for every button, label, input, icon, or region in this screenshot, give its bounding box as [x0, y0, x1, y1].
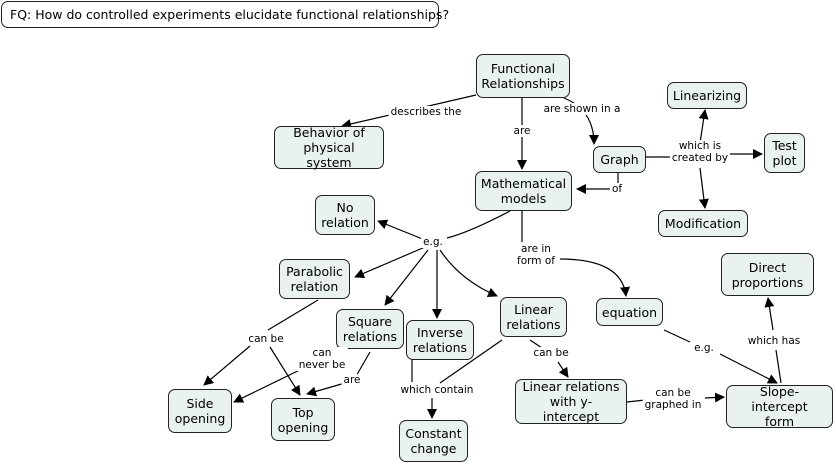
- node-linear-relations-with-y-intercept[interactable]: Linear relations with y-intercept: [515, 379, 627, 424]
- connector-to-linearizing: [698, 109, 709, 144]
- connector-to-top-from-parabolic: [269, 346, 301, 396]
- link-label-which-is-created-by: which is created by: [669, 140, 731, 164]
- node-constant-change[interactable]: Constant change: [399, 420, 468, 462]
- node-test-plot[interactable]: Test plot: [764, 133, 805, 173]
- node-inverse-relations[interactable]: Inverse relations: [406, 320, 474, 360]
- connector-to-slope: [704, 392, 725, 403]
- connector-linear-contain: [439, 339, 503, 384]
- node-linearizing[interactable]: Linearizing: [667, 82, 747, 109]
- node-square-relations[interactable]: Square relations: [336, 309, 404, 349]
- link-label-can-be-parabolic: can be: [246, 333, 286, 345]
- link-label-which-contain: which contain: [398, 384, 476, 396]
- link-label-can-be-linear: can be: [531, 347, 571, 359]
- node-behavior-of-physical-system[interactable]: Behavior of physical system: [274, 125, 384, 170]
- link-label-are-in-form-of: are in form of: [515, 243, 557, 267]
- connector-eg-norelation: [377, 219, 426, 241]
- link-label-are-shown-in-a: are shown in a: [541, 103, 623, 115]
- node-parabolic-relation[interactable]: Parabolic relation: [279, 259, 350, 299]
- connector-to-slope-from-eq: [719, 353, 778, 384]
- node-direct-proportions[interactable]: Direct proportions: [721, 253, 814, 296]
- connector-which-has: [775, 349, 782, 384]
- connector-to-intercept: [557, 361, 569, 378]
- link-label-describes-the: describes the: [388, 106, 464, 118]
- connector-shown-in: [563, 97, 599, 145]
- focus-question: FQ: How do controlled experiments elucid…: [1, 1, 449, 28]
- connector-eg-parabolic: [354, 246, 426, 279]
- node-side-opening[interactable]: Side opening: [168, 389, 232, 433]
- connector-never-side: [233, 364, 311, 403]
- connector-square-are: [354, 351, 371, 379]
- connector-eg-linear: [439, 249, 498, 298]
- connector-parabolic-canbe: [267, 299, 319, 331]
- node-functional-relationships[interactable]: Functional Relationships: [476, 54, 570, 98]
- link-label-eg-equation: e.g.: [692, 342, 716, 354]
- link-label-are-square: are: [341, 374, 363, 386]
- connector-graphed-in: [626, 399, 646, 403]
- connector-math-eg: [446, 210, 511, 239]
- node-modification[interactable]: Modification: [658, 210, 748, 237]
- connector-are-top: [306, 382, 346, 397]
- node-linear-relations[interactable]: Linear relations: [500, 297, 567, 337]
- connector-to-direct: [764, 297, 775, 331]
- node-slope-intercept-form[interactable]: Slope-intercept form: [726, 384, 833, 429]
- connector-equation-eg: [663, 329, 691, 343]
- node-no-relation[interactable]: No relation: [315, 195, 375, 235]
- node-top-opening[interactable]: Top opening: [271, 398, 335, 441]
- connector-to-equation: [559, 258, 630, 297]
- node-graph[interactable]: Graph: [593, 146, 646, 173]
- connector-to-modification: [698, 167, 709, 209]
- connector-eg-square: [384, 249, 429, 306]
- link-label-eg: e.g.: [421, 236, 445, 248]
- link-label-of: of: [609, 183, 625, 195]
- link-label-are: are: [511, 125, 533, 137]
- node-mathematical-models[interactable]: Mathematical models: [475, 171, 572, 211]
- link-label-which-has: which has: [745, 335, 803, 347]
- link-label-can-be-graphed-in: can be graphed in: [642, 387, 704, 411]
- link-label-can-never-be: can never be: [296, 347, 348, 371]
- node-equation[interactable]: equation: [596, 298, 663, 326]
- connector-to-side: [203, 345, 251, 386]
